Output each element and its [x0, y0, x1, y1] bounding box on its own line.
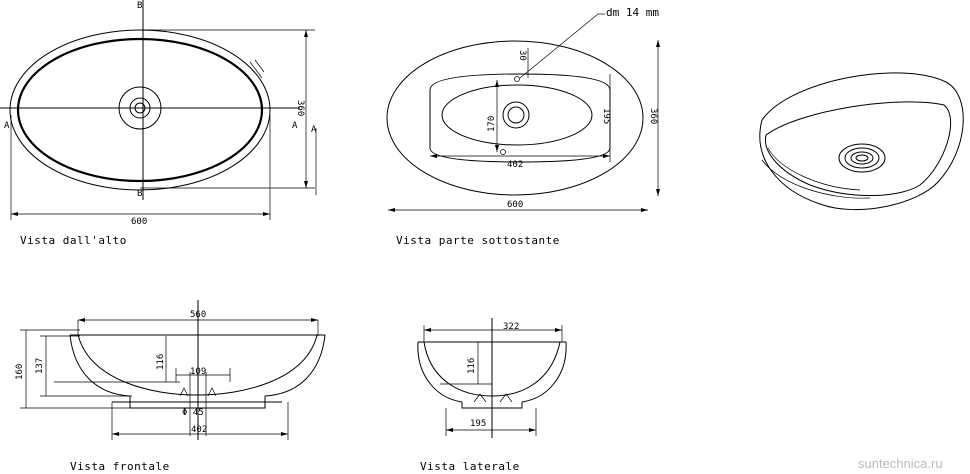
- top-view-dim-width: 600: [131, 217, 147, 227]
- bottom-view-dim-195: 195: [601, 108, 611, 124]
- section-a-right: A: [292, 121, 298, 131]
- bottom-view-dim-402: 402: [507, 160, 523, 170]
- section-a-mark: A: [311, 125, 317, 135]
- bottom-view: [386, 13, 660, 212]
- bottom-view-dim-30: 30: [517, 50, 527, 61]
- side-view-caption: Vista laterale: [420, 460, 520, 473]
- bottom-view-dim-600: 600: [507, 200, 523, 210]
- side-view: [417, 318, 567, 438]
- perspective-view: [759, 72, 964, 211]
- section-b-bottom: B: [137, 189, 142, 199]
- front-view-caption: Vista frontale: [70, 460, 170, 473]
- bottom-view-dim-360: 360: [648, 108, 658, 124]
- bottom-view-note: dm 14 mm: [606, 6, 659, 19]
- bottom-view-caption: Vista parte sottostante: [396, 234, 560, 247]
- front-view-dim-560: 560: [190, 310, 206, 320]
- top-view: [0, 0, 317, 220]
- side-view-dim-322: 322: [503, 322, 519, 332]
- top-view-caption: Vista dall'alto: [20, 234, 127, 247]
- watermark: suntechnica.ru: [858, 456, 943, 471]
- front-view-dim-109: 109: [190, 367, 206, 377]
- front-view-dim-160: 160: [15, 364, 25, 380]
- bottom-view-dim-170: 170: [487, 116, 497, 132]
- front-view-dim-402: 402: [191, 425, 207, 435]
- top-view-dim-height: 360: [295, 100, 305, 116]
- front-view-dim-116: 116: [156, 354, 166, 370]
- front-view-dim-137: 137: [35, 358, 45, 374]
- side-view-dim-116: 116: [467, 358, 477, 374]
- section-b-top: B: [137, 1, 142, 11]
- section-a-left: A: [4, 121, 10, 131]
- front-view: [20, 300, 326, 440]
- side-view-dim-195: 195: [470, 419, 486, 429]
- front-view-dim-45: Φ 45: [182, 408, 204, 418]
